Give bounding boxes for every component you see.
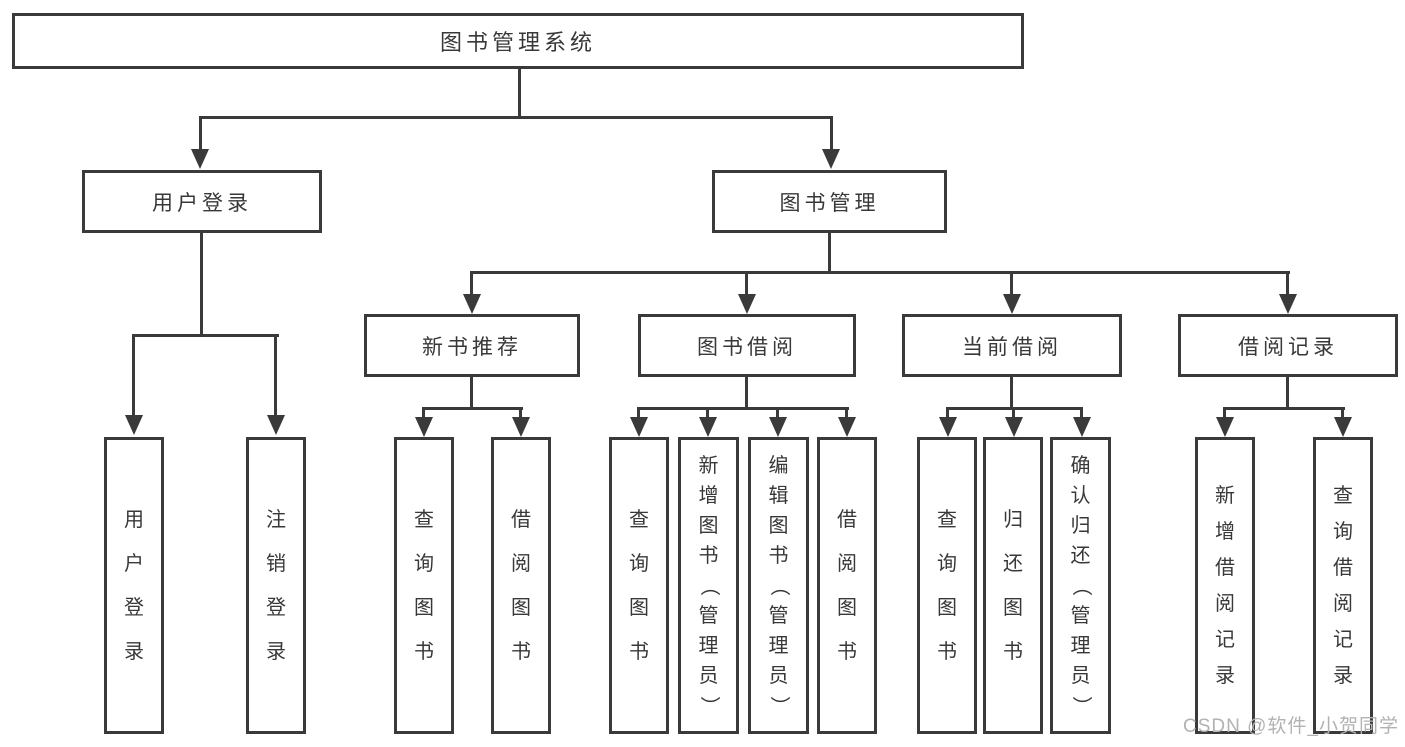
connector-line (1010, 271, 1013, 297)
leaf-label: 借阅图书 (837, 508, 857, 663)
connector-line (776, 407, 779, 421)
node-book-borrowing: 图书借阅 (638, 314, 856, 377)
leaf-user-login: 用户登录 (104, 437, 164, 734)
connector-line (470, 271, 1290, 274)
leaf-label: 查询图书 (414, 508, 434, 663)
connector-line (199, 116, 833, 119)
leaf-confirm-return-admin: 确认归还（管理员） (1050, 437, 1111, 734)
leaf-query-books-recommend: 查询图书 (394, 437, 454, 734)
connector-line (1012, 407, 1015, 421)
connector-line (1223, 407, 1345, 410)
arrowhead-down (822, 149, 840, 169)
arrowhead-down (1005, 417, 1023, 437)
leaf-borrow-books: 借阅图书 (817, 437, 877, 734)
connector-line (199, 116, 202, 152)
leaf-add-book-admin: 新增图书（管理员） (678, 437, 739, 734)
node-label: 当前借阅 (962, 335, 1062, 359)
leaf-query-books-borrowing: 查询图书 (609, 437, 669, 734)
node-book-management: 图书管理 (712, 170, 947, 233)
watermark: CSDN @软件_小贺同学 (1183, 716, 1399, 737)
leaf-logout: 注销登录 (246, 437, 306, 734)
arrowhead-down (512, 417, 530, 437)
leaf-label: 用户登录 (124, 508, 144, 663)
arrowhead-down (415, 417, 433, 437)
leaf-label: 查询借阅记录 (1333, 484, 1353, 687)
connector-line (470, 271, 473, 297)
leaf-label: 注销登录 (266, 508, 286, 663)
arrowhead-down (463, 294, 481, 314)
leaf-borrow-books-recommend: 借阅图书 (491, 437, 551, 734)
connector-line (422, 407, 425, 421)
connector-line (706, 407, 709, 421)
arrowhead-down (939, 417, 957, 437)
arrowhead-down (125, 415, 143, 435)
connector-line (518, 66, 521, 119)
leaf-label: 查询图书 (629, 508, 649, 663)
connector-line (745, 377, 748, 410)
connector-line (745, 271, 748, 297)
connector-line (946, 407, 949, 421)
node-library-management-system: 图书管理系统 (12, 13, 1024, 69)
node-user-login: 用户登录 (82, 170, 322, 233)
connector-line (637, 407, 640, 421)
arrowhead-down (1003, 294, 1021, 314)
node-new-book-recommend: 新书推荐 (364, 314, 580, 377)
node-label: 用户登录 (152, 191, 252, 215)
leaf-label: 确认归还（管理员） (1069, 454, 1092, 716)
leaf-return-book: 归还图书 (983, 437, 1043, 734)
connector-line (830, 116, 833, 152)
arrowhead-down (630, 417, 648, 437)
connector-line (1080, 407, 1083, 421)
leaf-label: 新增图书（管理员） (697, 454, 720, 716)
node-borrowing-records: 借阅记录 (1178, 314, 1398, 377)
connector-line (828, 233, 831, 274)
leaf-edit-book-admin: 编辑图书（管理员） (748, 437, 809, 734)
connector-line (1223, 407, 1226, 421)
connector-line (845, 407, 848, 421)
connector-line (1010, 377, 1013, 410)
node-label: 图书借阅 (697, 335, 797, 359)
node-label: 图书管理系统 (439, 30, 596, 55)
leaf-label: 借阅图书 (511, 508, 531, 663)
connector-line (132, 334, 135, 418)
connector-line (1341, 407, 1344, 421)
leaf-query-books-current: 查询图书 (917, 437, 977, 734)
arrowhead-down (1334, 417, 1352, 437)
connector-line (1286, 377, 1289, 410)
connector-line (470, 377, 473, 410)
node-current-borrowing: 当前借阅 (902, 314, 1122, 377)
arrowhead-down (1073, 417, 1091, 437)
connector-line (637, 407, 849, 410)
leaf-label: 归还图书 (1003, 508, 1023, 663)
connector-line (422, 407, 523, 410)
arrowhead-down (769, 417, 787, 437)
arrowhead-down (191, 149, 209, 169)
arrowhead-down (1279, 294, 1297, 314)
arrowhead-down (699, 417, 717, 437)
leaf-query-borrow-record: 查询借阅记录 (1313, 437, 1373, 734)
connector-line (1286, 271, 1289, 297)
leaf-label: 查询图书 (937, 508, 957, 663)
node-label: 借阅记录 (1238, 335, 1338, 359)
leaf-add-borrow-record: 新增借阅记录 (1195, 437, 1255, 734)
connector-line (132, 334, 279, 337)
node-label: 图书管理 (779, 191, 880, 215)
connector-line (519, 407, 522, 421)
arrowhead-down (1216, 417, 1234, 437)
node-label: 新书推荐 (422, 335, 522, 359)
arrowhead-down (738, 294, 756, 314)
leaf-label: 新增借阅记录 (1215, 484, 1235, 687)
connector-line (274, 334, 277, 418)
leaf-label: 编辑图书（管理员） (767, 454, 790, 716)
arrowhead-down (838, 417, 856, 437)
connector-line (200, 233, 203, 337)
arrowhead-down (267, 415, 285, 435)
